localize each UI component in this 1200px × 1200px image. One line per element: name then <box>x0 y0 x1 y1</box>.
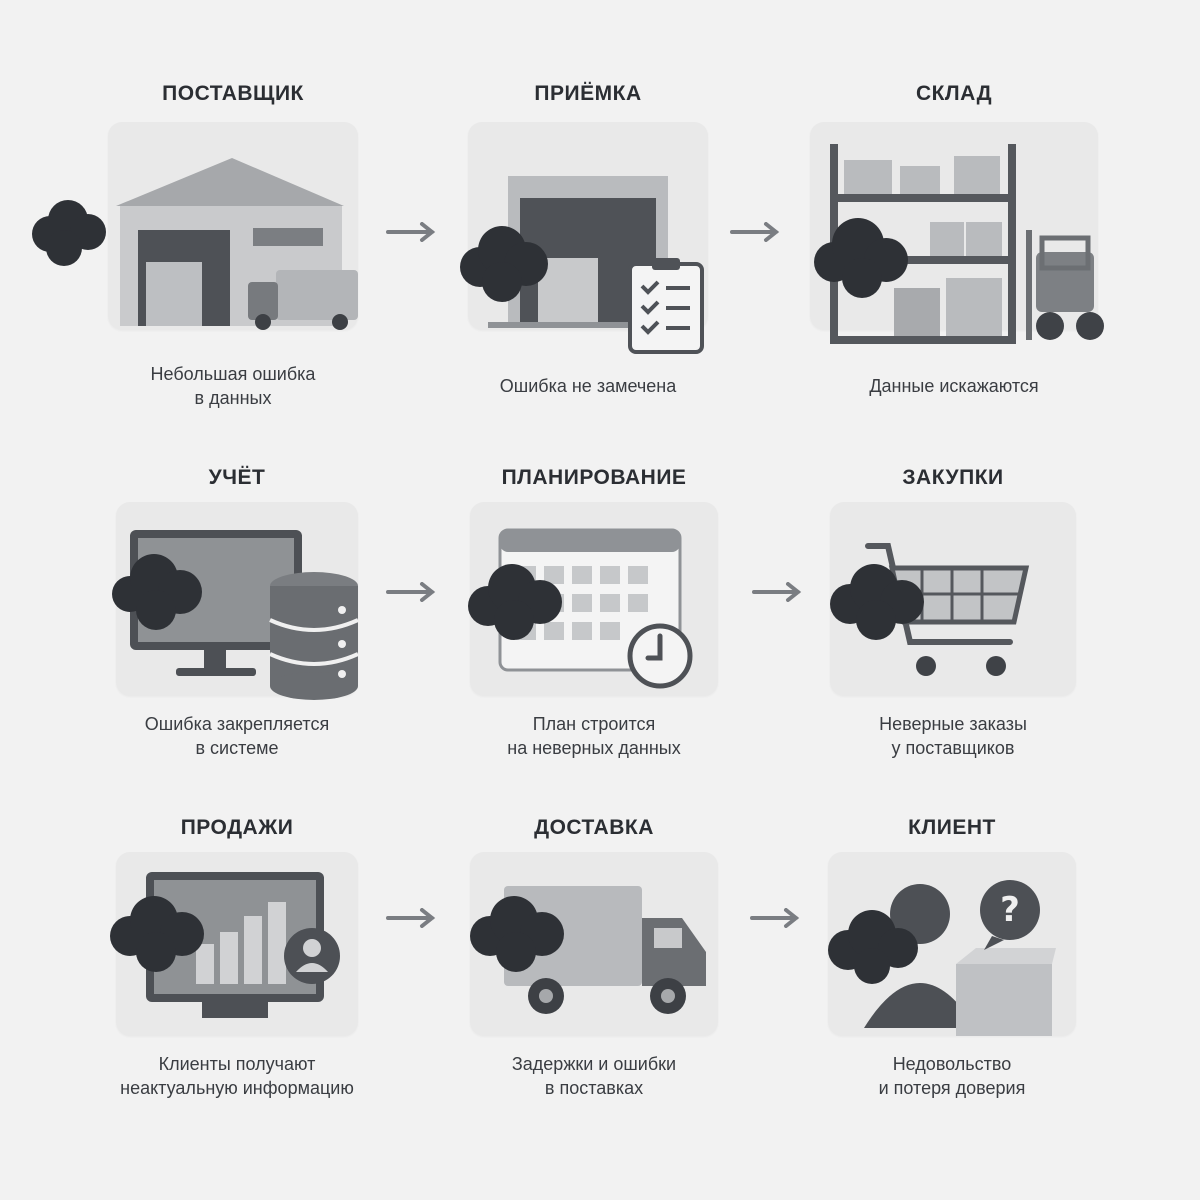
step-card <box>32 122 358 330</box>
cloud-icon <box>470 896 564 972</box>
step-title: КЛИЕНТ <box>908 816 996 839</box>
arrow-right-icon <box>386 222 438 242</box>
cloud-icon <box>814 218 908 298</box>
step-title: ЗАКУПКИ <box>902 466 1004 489</box>
receiving-dock-icon <box>488 176 704 354</box>
step-title: СКЛАД <box>915 82 993 105</box>
step-caption: План строится на неверных данных <box>507 714 681 758</box>
step-caption: Неверные заказы у поставщиков <box>879 714 1027 758</box>
step-delivery: ДОСТАВКА Задержки и ошибки <box>470 816 718 1116</box>
cloud-icon <box>32 200 106 266</box>
arrow-right-icon <box>750 908 802 928</box>
step-card <box>110 852 358 1036</box>
arrow-right-icon <box>730 222 782 242</box>
cloud-icon <box>830 564 924 640</box>
step-caption: Недовольство и потеря доверия <box>878 1054 1026 1098</box>
step-caption: Задержки и ошибки в поставках <box>511 1054 677 1098</box>
cloud-icon <box>828 910 918 984</box>
step-sales: ПРОДАЖИ <box>110 816 358 1116</box>
cloud-icon <box>460 226 548 302</box>
warehouse-truck-icon <box>116 158 358 330</box>
step-caption: Данные искажаются <box>869 376 1039 396</box>
step-title: ДОСТАВКА <box>534 816 654 839</box>
step-caption: Клиенты получают неактуальную информацию <box>120 1054 354 1098</box>
step-card <box>468 502 718 696</box>
arrow-right-icon <box>386 582 438 602</box>
step-card <box>470 852 718 1036</box>
step-title: ПРИЁМКА <box>534 82 642 105</box>
step-card <box>810 122 1104 344</box>
question-mark-icon: ? <box>1000 890 1020 930</box>
step-title: УЧЁТ <box>208 466 266 489</box>
step-caption: Небольшая ошибка в данных <box>150 364 316 408</box>
customer-question-icon: ? <box>864 880 1056 1036</box>
arrow-right-icon <box>752 582 804 602</box>
step-title: ПЛАНИРОВАНИЕ <box>501 466 687 489</box>
cloud-icon <box>468 564 562 640</box>
step-customer: КЛИЕНТ ? Недовольство <box>828 816 1076 1116</box>
step-caption: Ошибка не замечена <box>499 376 677 396</box>
step-card <box>830 502 1076 696</box>
step-purchasing: ЗАКУПКИ Неверные заказы у поставщиков <box>830 466 1076 766</box>
delivery-truck-icon <box>504 886 706 1014</box>
shelving-forklift-icon <box>830 144 1104 344</box>
step-warehouse: СКЛАД <box>810 82 1104 412</box>
step-caption: Ошибка закрепляется в системе <box>144 714 330 758</box>
step-card: ? <box>828 852 1076 1036</box>
arrow-right-icon <box>386 908 438 928</box>
step-planning: ПЛАНИРОВАНИЕ <box>468 466 718 766</box>
step-supplier: ПОСТАВЩИК <box>32 82 358 412</box>
step-title: ПРОДАЖИ <box>180 816 294 839</box>
cloud-icon <box>112 554 202 630</box>
step-card <box>460 122 708 354</box>
step-card <box>112 502 359 700</box>
cloud-icon <box>110 896 204 972</box>
step-title: ПОСТАВЩИК <box>162 82 304 105</box>
step-accounting: УЧЁТ <box>112 466 359 766</box>
step-receiving: ПРИЁМКА <box>460 82 708 412</box>
